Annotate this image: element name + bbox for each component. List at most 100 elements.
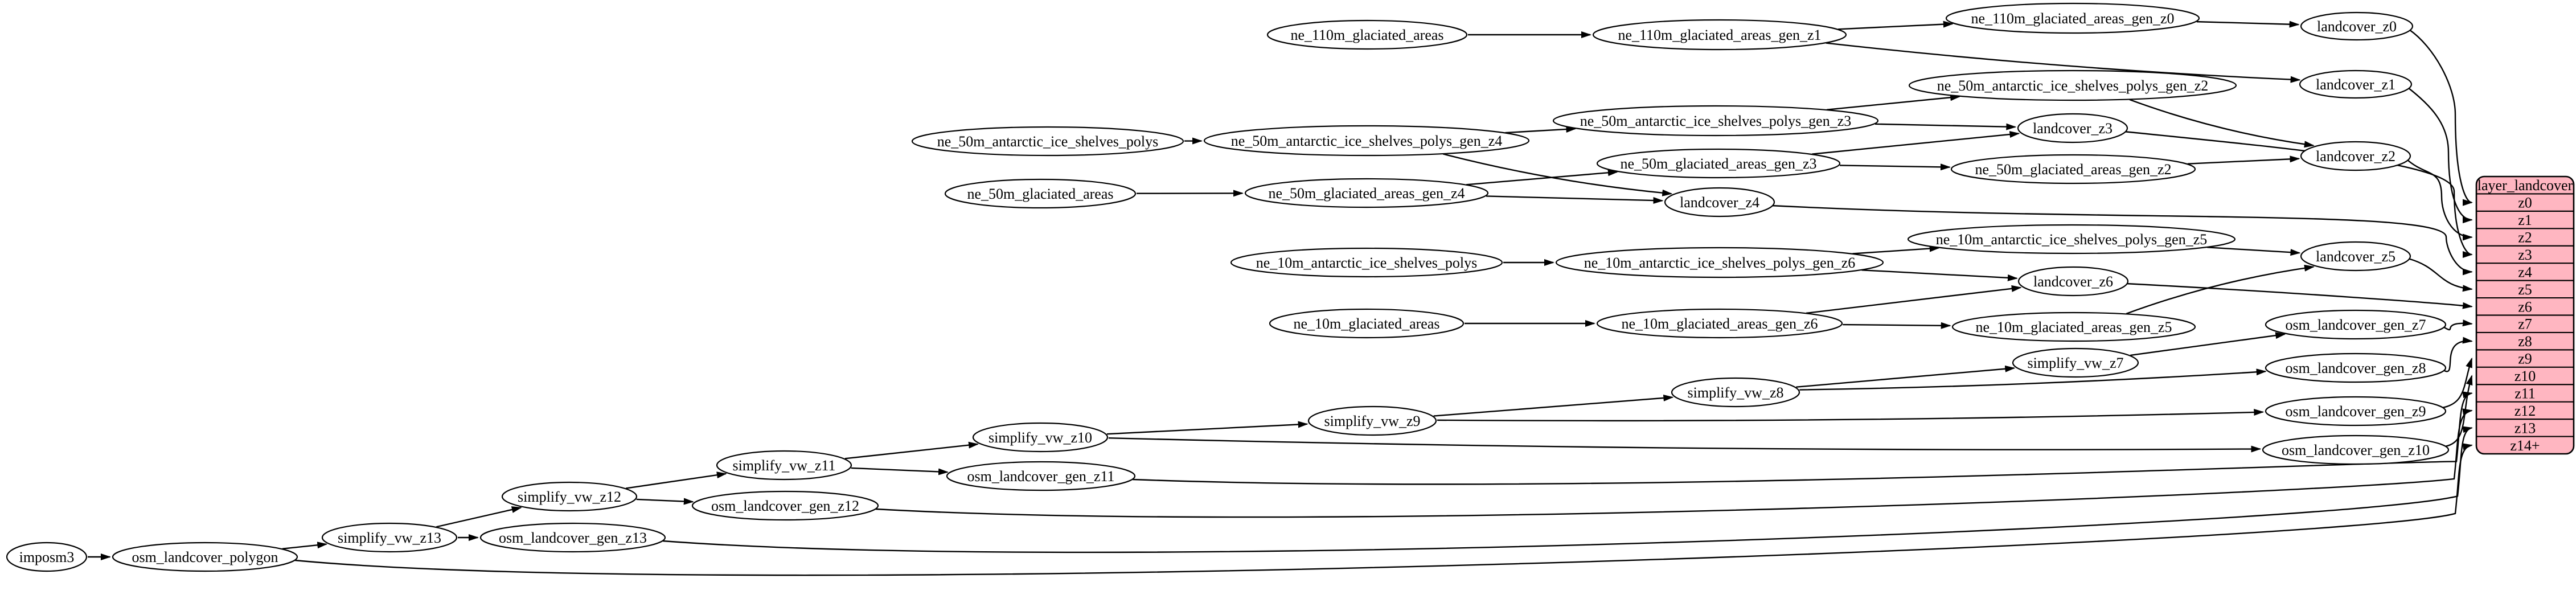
edge-ne_50m_antarctic_ice_shelves_polys_gen_z4-to-landcover_z4 xyxy=(1442,153,1673,196)
node-shape-osm_landcover_gen_z9 xyxy=(2265,396,2447,427)
node-ne_50m_glaciated_areas_gen_z3: ne_50m_glaciated_areas_gen_z3 xyxy=(1596,148,1841,179)
edge-osm_landcover_gen_z8-to-row-z8 xyxy=(2443,337,2473,372)
table-title: layer_landcover xyxy=(2477,177,2573,194)
node-label-osm_landcover_gen_z7: osm_landcover_gen_z7 xyxy=(2286,317,2426,333)
node-ne_110m_glaciated_areas_gen_z1: ne_110m_glaciated_areas_gen_z1 xyxy=(1592,19,1847,51)
node-label-landcover_z0: landcover_z0 xyxy=(2317,18,2397,35)
node-label-simplify_vw_z9: simplify_vw_z9 xyxy=(1324,413,1421,429)
node-shape-simplify_vw_z10 xyxy=(972,422,1109,453)
node-shape-ne_50m_glaciated_areas_gen_z2 xyxy=(1950,154,2196,184)
node-simplify_vw_z10: simplify_vw_z10 xyxy=(972,422,1109,453)
edge-landcover_z1-to-row-z1 xyxy=(2407,87,2473,224)
node-osm_landcover_gen_z13: osm_landcover_gen_z13 xyxy=(479,522,666,553)
node-label-landcover_z2: landcover_z2 xyxy=(2316,148,2395,165)
node-ne_50m_antarctic_ice_shelves_polys_gen_z4: ne_50m_antarctic_ice_shelves_polys_gen_z… xyxy=(1203,125,1530,157)
edge-simplify_vw_z10-to-osm_landcover_gen_z10 xyxy=(1108,437,2262,453)
node-shape-osm_landcover_gen_z13 xyxy=(479,522,666,553)
edge-ne_10m_antarctic_ice_shelves_polys_gen_z6-to-ne_10m_antarctic_ice_shelves_polys_gen_z5 xyxy=(1852,245,1940,255)
node-label-ne_10m_antarctic_ice_shelves_polys: ne_10m_antarctic_ice_shelves_polys xyxy=(1256,255,1477,271)
node-shape-landcover_z0 xyxy=(2300,11,2414,41)
node-label-ne_50m_antarctic_ice_shelves_polys_gen_z3: ne_50m_antarctic_ice_shelves_polys_gen_z… xyxy=(1580,113,1852,129)
edge-ne_50m_antarctic_ice_shelves_polys_gen_z3-to-landcover_z3 xyxy=(1874,123,2017,130)
node-shape-ne_110m_glaciated_areas_gen_z0 xyxy=(1945,2,2200,34)
node-shape-ne_110m_glaciated_areas_gen_z1 xyxy=(1592,19,1847,51)
node-shape-ne_50m_glaciated_areas xyxy=(944,178,1137,209)
node-shape-ne_10m_glaciated_areas_gen_z6 xyxy=(1596,308,1843,339)
node-shape-simplify_vw_z13 xyxy=(321,522,458,553)
edge-osm_landcover_gen_z10-to-row-z10 xyxy=(2444,375,2473,448)
edge-ne_110m_glaciated_areas_gen_z0-to-landcover_z0 xyxy=(2196,20,2300,28)
node-shape-imposm3 xyxy=(6,542,88,572)
edge-ne_50m_glaciated_areas_gen_z2-to-landcover_z2 xyxy=(2187,155,2300,165)
node-label-landcover_z3: landcover_z3 xyxy=(2033,120,2113,137)
edge-ne_10m_antarctic_ice_shelves_polys_gen_z6-to-landcover_z6 xyxy=(1861,269,2018,281)
edge-simplify_vw_z9-to-simplify_vw_z8 xyxy=(1433,394,1674,417)
table-row-z13: z13 xyxy=(2515,420,2536,436)
node-ne_10m_glaciated_areas_gen_z5: ne_10m_glaciated_areas_gen_z5 xyxy=(1951,311,2196,342)
node-shape-landcover_z1 xyxy=(2299,69,2413,99)
table-row-z10: z10 xyxy=(2515,368,2536,384)
table-row-z12: z12 xyxy=(2515,403,2536,419)
edge-simplify_vw_z13-to-simplify_vw_z12 xyxy=(436,506,522,528)
node-label-simplify_vw_z7: simplify_vw_z7 xyxy=(2028,355,2124,371)
edge-landcover_z6-to-row-z6 xyxy=(2125,282,2473,309)
node-shape-simplify_vw_z9 xyxy=(1307,405,1437,436)
node-osm_landcover_gen_z11: osm_landcover_gen_z11 xyxy=(946,461,1136,491)
edge-ne_50m_glaciated_areas_gen_z3-to-ne_50m_glaciated_areas_gen_z2 xyxy=(1840,163,1951,171)
table-row-z1: z1 xyxy=(2518,212,2532,228)
node-shape-ne_50m_glaciated_areas_gen_z4 xyxy=(1244,178,1489,208)
node-label-ne_50m_glaciated_areas_gen_z2: ne_50m_glaciated_areas_gen_z2 xyxy=(1975,161,2171,178)
node-label-landcover_z4: landcover_z4 xyxy=(1680,194,1759,211)
node-label-ne_50m_glaciated_areas: ne_50m_glaciated_areas xyxy=(967,186,1114,202)
node-ne_50m_glaciated_areas_gen_z4: ne_50m_glaciated_areas_gen_z4 xyxy=(1244,178,1489,208)
node-label-osm_landcover_gen_z12: osm_landcover_gen_z12 xyxy=(711,498,859,514)
edge-landcover_z3-to-row-z3 xyxy=(2123,130,2473,258)
edge-osm_landcover_gen_z12-to-row-z12 xyxy=(875,408,2473,518)
table-row-z7: z7 xyxy=(2518,316,2532,333)
table-row-z2: z2 xyxy=(2518,229,2532,246)
table-row-z5: z5 xyxy=(2518,281,2532,298)
node-ne_10m_glaciated_areas: ne_10m_glaciated_areas xyxy=(1269,308,1465,339)
node-simplify_vw_z9: simplify_vw_z9 xyxy=(1307,405,1437,436)
node-label-landcover_z6: landcover_z6 xyxy=(2033,273,2113,290)
node-landcover_z4: landcover_z4 xyxy=(1664,187,1775,218)
node-shape-ne_50m_antarctic_ice_shelves_polys_gen_z3 xyxy=(1552,105,1879,137)
edge-simplify_vw_z12-to-simplify_vw_z11 xyxy=(625,471,727,489)
node-osm_landcover_gen_z9: osm_landcover_gen_z9 xyxy=(2265,396,2447,427)
node-shape-simplify_vw_z12 xyxy=(501,481,638,512)
node-shape-landcover_z4 xyxy=(1664,187,1775,218)
table-row-z11: z11 xyxy=(2515,385,2536,401)
node-ne_10m_antarctic_ice_shelves_polys_gen_z6: ne_10m_antarctic_ice_shelves_polys_gen_z… xyxy=(1555,247,1884,278)
node-label-ne_110m_glaciated_areas: ne_110m_glaciated_areas xyxy=(1290,27,1443,43)
node-ne_50m_antarctic_ice_shelves_polys_gen_z3: ne_50m_antarctic_ice_shelves_polys_gen_z… xyxy=(1552,105,1879,137)
node-shape-ne_10m_antarctic_ice_shelves_polys_gen_z6 xyxy=(1555,247,1884,278)
edge-simplify_vw_z8-to-simplify_vw_z7 xyxy=(1796,365,2016,388)
node-label-ne_50m_antarctic_ice_shelves_polys: ne_50m_antarctic_ice_shelves_polys xyxy=(937,133,1158,150)
edge-osm_landcover_gen_z7-to-row-z7 xyxy=(2443,319,2473,331)
node-label-landcover_z1: landcover_z1 xyxy=(2316,76,2395,93)
edge-osm_landcover_gen_z13-to-row-z13 xyxy=(662,426,2473,553)
node-shape-landcover_z6 xyxy=(2017,266,2129,297)
node-shape-simplify_vw_z8 xyxy=(1671,377,1800,408)
node-osm_landcover_gen_z7: osm_landcover_gen_z7 xyxy=(2265,309,2447,340)
edge-osm_landcover_polygon-to-row-z14+ xyxy=(294,443,2473,576)
edge-ne_50m_glaciated_areas_gen_z4-to-ne_50m_glaciated_areas_gen_z3 xyxy=(1466,169,1618,186)
node-osm_landcover_gen_z10: osm_landcover_gen_z10 xyxy=(2262,434,2450,465)
node-imposm3: imposm3 xyxy=(6,542,88,572)
node-shape-simplify_vw_z11 xyxy=(716,450,852,481)
edge-osm_landcover_polygon-to-simplify_vw_z13 xyxy=(282,542,328,550)
node-ne_10m_antarctic_ice_shelves_polys_gen_z5: ne_10m_antarctic_ice_shelves_polys_gen_z… xyxy=(1907,224,2236,255)
node-label-osm_landcover_gen_z13: osm_landcover_gen_z13 xyxy=(499,530,647,546)
node-label-ne_110m_glaciated_areas_gen_z0: ne_110m_glaciated_areas_gen_z0 xyxy=(1971,10,2174,27)
edge-ne_50m_antarctic_ice_shelves_polys_gen_z3-to-ne_50m_antarctic_ice_shelves_polys_gen_z2 xyxy=(1827,94,1961,110)
table-row-z6: z6 xyxy=(2518,298,2532,315)
node-shape-ne_50m_antarctic_ice_shelves_polys_gen_z2 xyxy=(1908,69,2237,101)
edge-ne_50m_antarctic_ice_shelves_polys_gen_z4-to-ne_50m_antarctic_ice_shelves_polys_gen_z3 xyxy=(1505,126,1577,134)
node-simplify_vw_z11: simplify_vw_z11 xyxy=(716,450,852,481)
table-row-z4: z4 xyxy=(2518,264,2532,280)
node-ne_10m_antarctic_ice_shelves_polys: ne_10m_antarctic_ice_shelves_polys xyxy=(1230,247,1503,278)
node-shape-ne_50m_antarctic_ice_shelves_polys xyxy=(911,126,1184,157)
node-label-osm_landcover_polygon: osm_landcover_polygon xyxy=(132,549,278,565)
edge-ne_10m_glaciated_areas_gen_z5-to-landcover_z5 xyxy=(2126,264,2315,315)
